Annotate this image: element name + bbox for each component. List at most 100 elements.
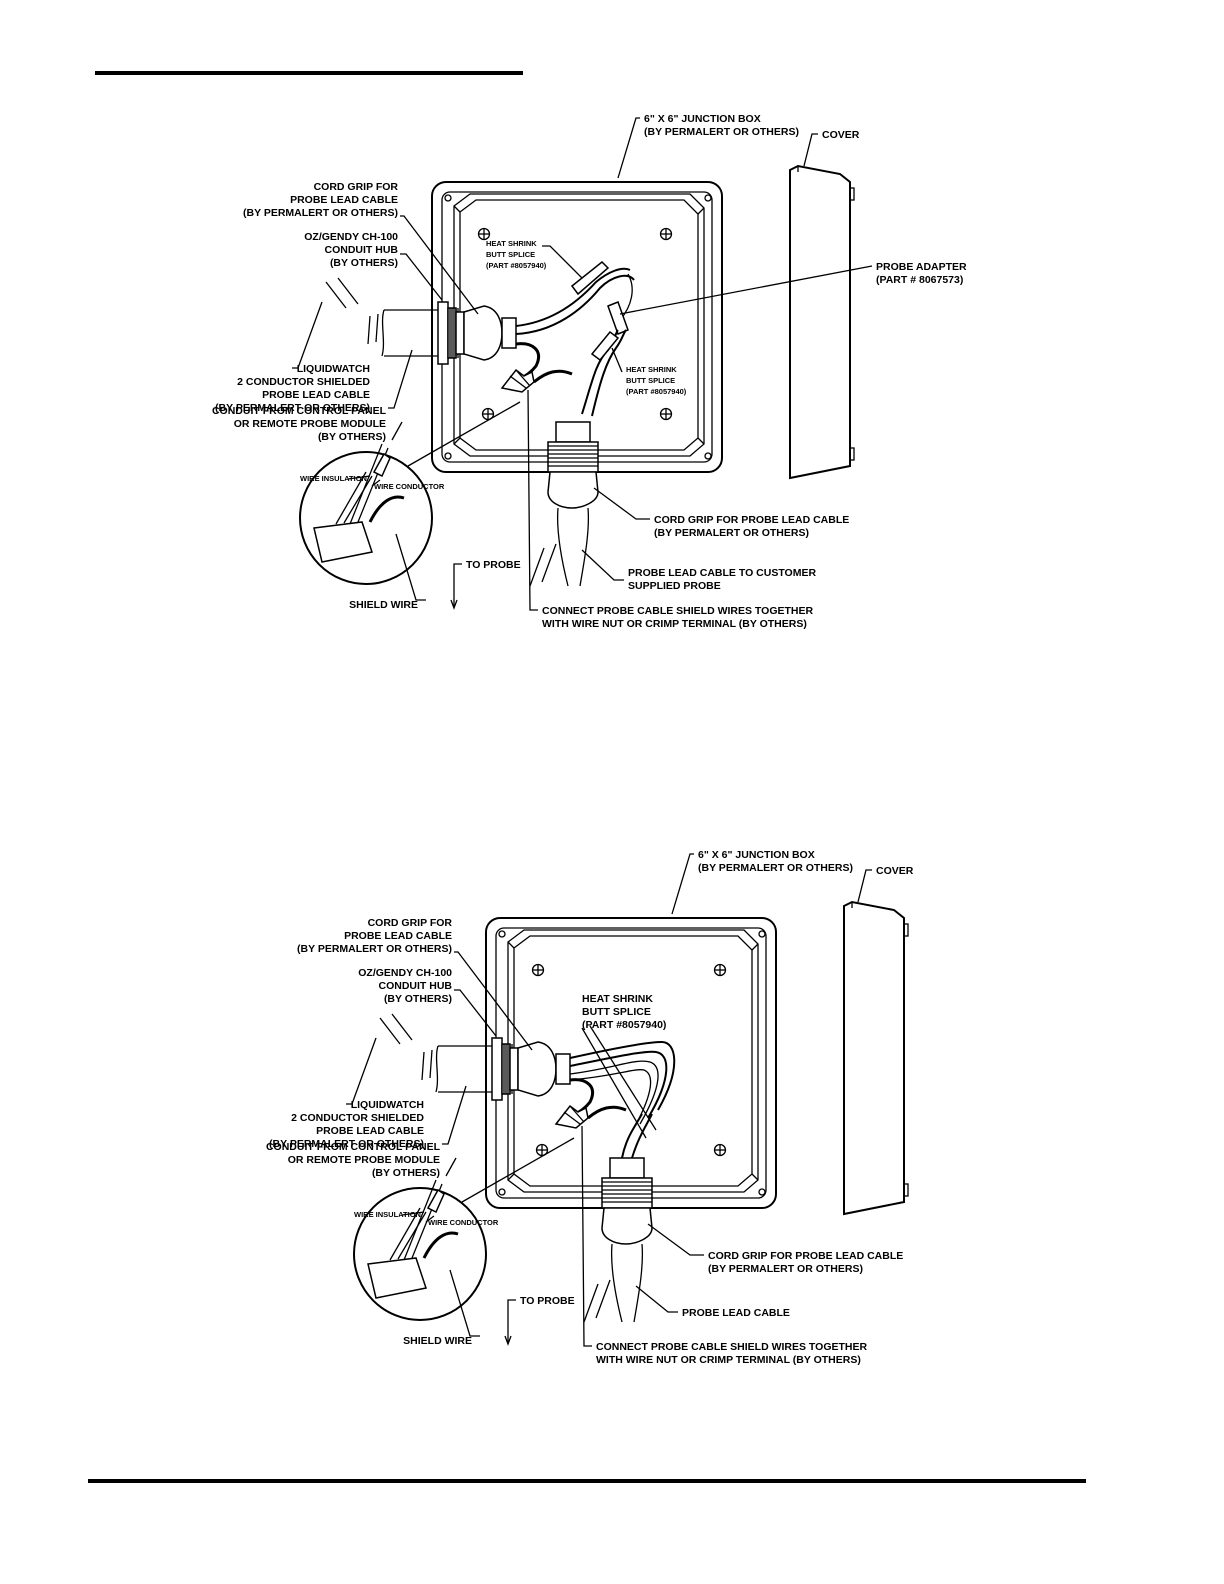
internal-wiring — [554, 1040, 676, 1159]
label-cord-grip-side-line: (BY PERMALERT OR OTHERS) — [297, 943, 452, 955]
junction-box-diagram-with-probe-adapter: WIRE INSULATION WIRE CONDUCTOR SHIELD WIRE… — [212, 113, 967, 630]
label-connect-shield: CONNECT PROBE CABLE SHIELD WIRES TOGETHE… — [596, 1341, 867, 1366]
label-liquidwatch-line: PROBE LEAD CABLE — [262, 389, 370, 401]
label-conduit-line: OR REMOTE PROBE MODULE — [288, 1154, 440, 1166]
leader-heat-shrink-bottom — [611, 347, 623, 373]
shield-wire-probe — [533, 369, 573, 384]
conduit-break — [381, 309, 385, 357]
label-cord-grip-side-line: CORD GRIP FOR — [314, 181, 399, 193]
cover-hinge-top — [903, 923, 909, 937]
cable-break-lines — [367, 313, 379, 345]
label-heat-shrink-top-line: BUTT SPLICE — [582, 1006, 651, 1018]
leader-cover — [803, 133, 818, 167]
grip-body — [601, 1207, 653, 1245]
label-to-probe: TO PROBE — [520, 1295, 575, 1307]
mounting-screw — [659, 407, 673, 421]
label-junction-box-line: 6" X 6" JUNCTION BOX — [644, 113, 761, 125]
cover-body — [843, 900, 905, 1216]
internal-wiring — [500, 260, 635, 417]
detail-circle — [299, 451, 433, 585]
detail-leader — [407, 401, 521, 467]
detail-shield-wire — [422, 1231, 459, 1259]
wire-b — [515, 274, 635, 335]
label-cord-grip-bottom: CORD GRIP FOR PROBE LEAD CABLE(BY PERMAL… — [654, 514, 849, 539]
leader-conduit — [388, 349, 413, 409]
leader-shield-wire — [395, 533, 426, 601]
leader-wire-insulation — [347, 475, 371, 480]
arrow-to-probe — [504, 1335, 512, 1346]
cord-grip-side — [463, 305, 503, 361]
label-liquidwatch-line: LIQUIDWATCH — [297, 363, 370, 375]
wire-detail-callout: WIRE INSULATION WIRE CONDUCTOR SHIELD WIRE — [299, 401, 521, 611]
probe-lead-cable — [610, 1243, 644, 1323]
leader-wire-insulation — [401, 1211, 425, 1216]
leader-probe-lead — [581, 549, 624, 581]
leader-shield-wire — [449, 1269, 480, 1337]
cable-break-lines — [529, 543, 557, 587]
leader-cover — [857, 869, 872, 903]
label-wire-conductor: WIRE CONDUCTOR — [428, 1218, 499, 1227]
cover-hinge-top — [849, 187, 855, 201]
heat-shrink-splice-bottom — [590, 330, 620, 362]
leader-cord-grip-bottom — [647, 1223, 704, 1256]
cord-grip-side — [517, 1041, 557, 1097]
label-cord-grip-side-line: CORD GRIP FOR — [368, 917, 453, 929]
detail-cable-jacket — [367, 1257, 427, 1299]
label-wire-insulation: WIRE INSULATION — [300, 474, 367, 483]
label-cord-grip-bottom-line: (BY PERMALERT OR OTHERS) — [654, 527, 809, 539]
leader-wire-conductor — [371, 479, 381, 487]
label-liquidwatch-line: LIQUIDWATCH — [351, 1099, 424, 1111]
leader-connect-shield — [527, 389, 538, 611]
label-probe-lead: PROBE LEAD CABLE — [682, 1307, 790, 1319]
label-probe-adapter-line: (PART # 8067573) — [876, 274, 963, 286]
bottom-cord-grip — [529, 421, 599, 587]
label-connect-shield-line: WITH WIRE NUT OR CRIMP TERMINAL (BY OTHE… — [596, 1354, 861, 1366]
label-heat-shrink-bottom-line: HEAT SHRINK — [626, 365, 677, 374]
locknut — [455, 311, 465, 355]
callout-labels: 6" X 6" JUNCTION BOX(BY PERMALERT OR OTH… — [266, 849, 914, 1366]
probe-lead-wires — [621, 1113, 653, 1159]
mounting-screw — [713, 1143, 727, 1157]
cover-side-view — [789, 164, 855, 480]
detail-conductor — [445, 1157, 457, 1177]
wire-nut — [554, 1104, 589, 1129]
arrow-to-probe — [450, 599, 458, 610]
label-heat-shrink-top-line: HEAT SHRINK — [582, 993, 653, 1005]
detail-cable-jacket — [313, 521, 373, 563]
detail-wire-1 — [335, 471, 373, 525]
grip-hub — [547, 441, 599, 473]
leader-junction-box — [671, 853, 694, 915]
label-shield-wire: SHIELD WIRE — [349, 599, 418, 611]
mounting-screw — [477, 227, 491, 241]
leader-probe-lead — [635, 1285, 678, 1313]
cord-grip-nose — [555, 1053, 571, 1085]
label-wire-conductor: WIRE CONDUCTOR — [374, 482, 445, 491]
locknut — [509, 1047, 519, 1091]
grip-body — [547, 471, 599, 509]
conduit-hub-assembly — [325, 277, 517, 365]
label-conduit-line: (BY OTHERS) — [372, 1167, 440, 1179]
leader-cord-grip-side — [454, 951, 533, 1051]
detail-shield-wire — [368, 495, 405, 523]
corner-hole — [758, 930, 766, 938]
cover-body — [789, 164, 851, 480]
mounting-screw — [531, 963, 545, 977]
leader-heat-shrink-top — [581, 1025, 657, 1139]
detail-leader — [461, 1137, 575, 1203]
leader-liquidwatch — [346, 1037, 377, 1105]
cable-break-lines — [325, 277, 359, 309]
wire-a — [569, 1040, 676, 1111]
cover-side-view — [843, 900, 909, 1216]
label-wire-insulation: WIRE INSULATION — [354, 1210, 421, 1219]
leader-to-probe — [453, 563, 462, 606]
label-connect-shield-line: CONNECT PROBE CABLE SHIELD WIRES TOGETHE… — [542, 605, 813, 617]
label-conduit-line: (BY OTHERS) — [318, 431, 386, 443]
label-junction-box-line: (BY PERMALERT OR OTHERS) — [698, 862, 853, 874]
corner-hole — [704, 452, 712, 460]
